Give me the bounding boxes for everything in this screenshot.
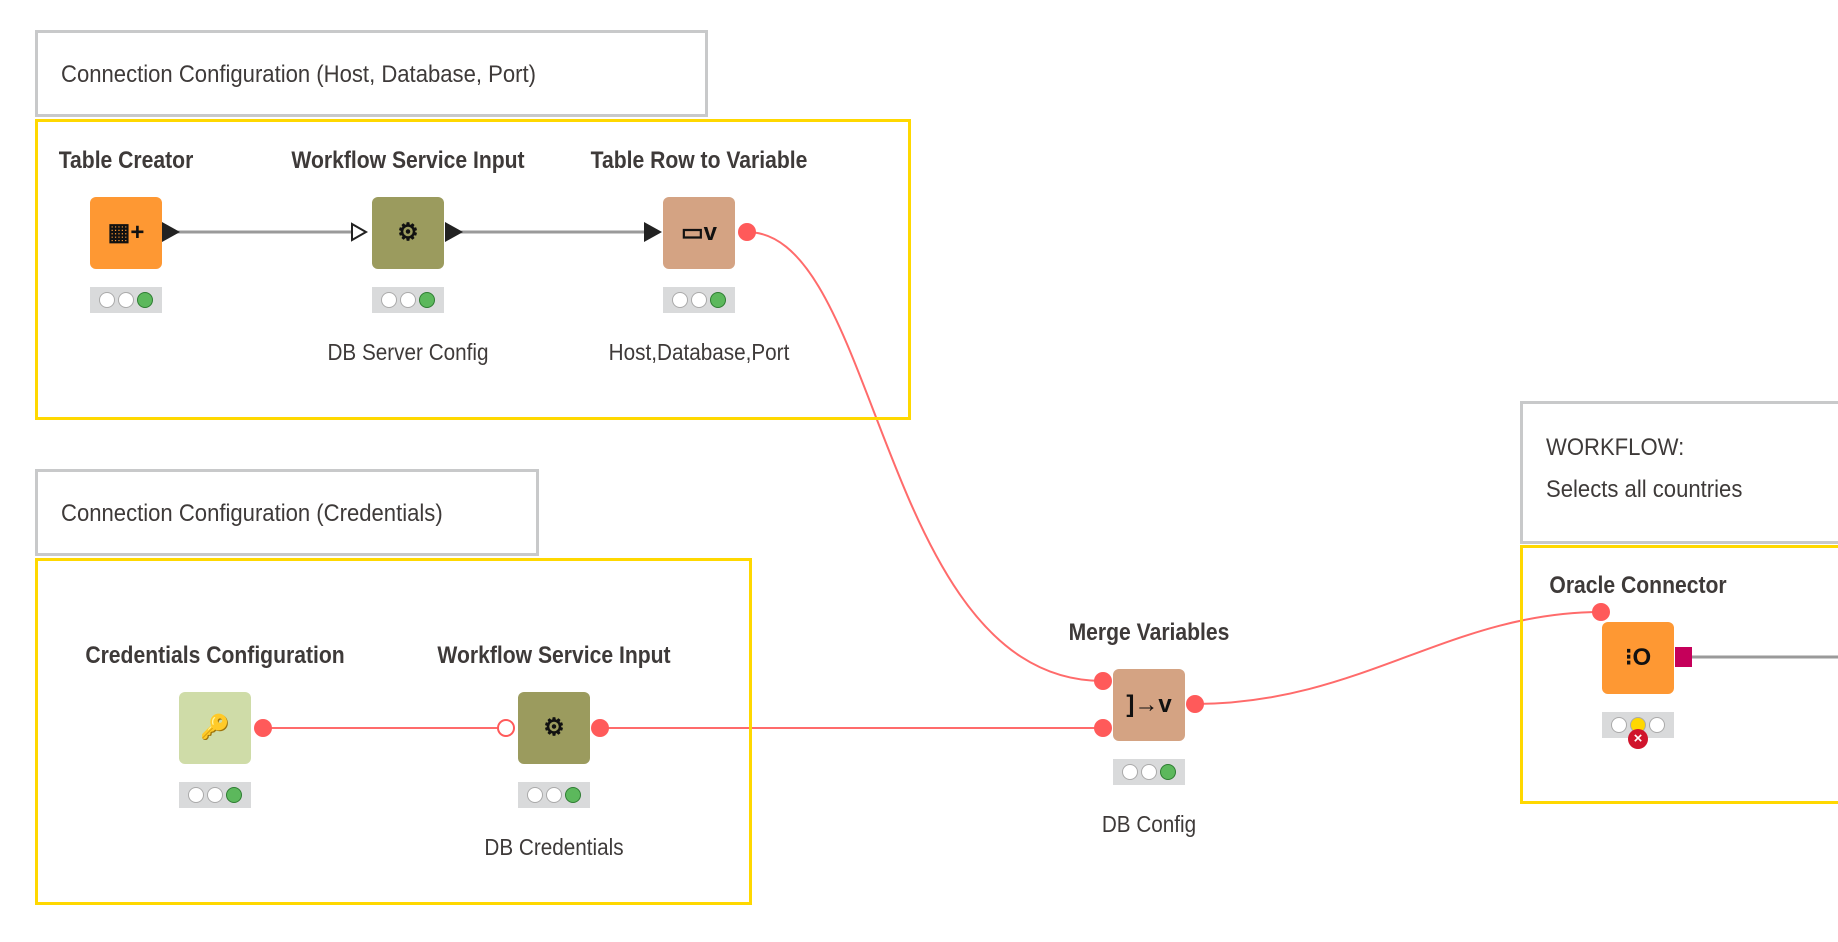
status-light [1649, 717, 1665, 733]
node-title[interactable]: Credentials Configuration [85, 642, 345, 669]
service-input-icon: ⚙ [543, 714, 565, 741]
flow-var-input-port [1592, 603, 1610, 621]
node-title[interactable]: Table Row to Variable [590, 147, 808, 174]
node-body[interactable]: ▦+ [90, 197, 162, 269]
node-label[interactable]: DB Credentials [484, 834, 624, 860]
node-body[interactable]: ⚙ [518, 692, 590, 764]
status-light [137, 292, 153, 308]
status-light [118, 292, 134, 308]
node-title[interactable]: Merge Variables [1068, 619, 1230, 646]
node-label[interactable]: Host,Database,Port [608, 339, 790, 365]
flow-var-output-port [254, 719, 272, 737]
node-body[interactable]: ▭v [663, 197, 735, 269]
flow-var-input-port [1094, 672, 1112, 690]
node-status [372, 287, 444, 313]
node-label[interactable]: DB Config [1101, 811, 1197, 837]
status-light [710, 292, 726, 308]
node-status [663, 287, 735, 313]
service-input-icon: ⚙ [397, 219, 419, 246]
node-body[interactable]: ]→v [1113, 669, 1185, 741]
status-light [672, 292, 688, 308]
status-light [207, 787, 223, 803]
status-light [188, 787, 204, 803]
node-title[interactable]: Oracle Connector [1549, 572, 1727, 599]
node-body[interactable]: ⚙ [372, 197, 444, 269]
status-light [1141, 764, 1157, 780]
database-connector-icon: ⁝O [1624, 644, 1652, 671]
ports [162, 222, 1692, 737]
annotation-frame [1520, 545, 1838, 804]
row-to-variable-icon: ▭v [680, 219, 718, 246]
flow-var-output-port [738, 223, 756, 241]
flow-var-input-port [1094, 719, 1112, 737]
node-title[interactable]: Workflow Service Input [291, 147, 525, 174]
annotation-frame [35, 119, 911, 420]
status-light [381, 292, 397, 308]
node-status [90, 287, 162, 313]
status-light [1160, 764, 1176, 780]
flow-var-output-port [591, 719, 609, 737]
status-light [565, 787, 581, 803]
flow-var-connection-4 [1194, 611, 1602, 705]
merge-variables-icon: ]→v [1126, 691, 1172, 718]
node-label[interactable]: DB Server Config [327, 339, 489, 365]
error-icon: × [1628, 729, 1648, 749]
output-port [162, 222, 180, 242]
node-body[interactable]: ⁝O [1602, 622, 1674, 694]
db-output-port [1675, 647, 1692, 667]
status-light [226, 787, 242, 803]
annotation-credentials[interactable]: Connection Configuration (Credentials) [35, 469, 539, 556]
annotation-workflow[interactable]: WORKFLOW: Selects all countries [1520, 401, 1838, 544]
table-plus-icon: ▦+ [107, 219, 145, 246]
annotation-frame [35, 558, 752, 905]
status-light [1611, 717, 1627, 733]
annotation-host-db-port[interactable]: Connection Configuration (Host, Database… [35, 30, 708, 117]
node-title[interactable]: Workflow Service Input [437, 642, 671, 669]
status-light [419, 292, 435, 308]
status-light [527, 787, 543, 803]
node-status [518, 782, 590, 808]
flow-var-connection-1 [746, 231, 1104, 682]
input-port [644, 222, 662, 242]
flow-var-input-port [497, 719, 515, 737]
status-light [1122, 764, 1138, 780]
node-body[interactable]: 🔑 [179, 692, 251, 764]
node-status [1113, 759, 1185, 785]
node-status [179, 782, 251, 808]
status-light [691, 292, 707, 308]
credentials-icon: 🔑 [200, 714, 230, 741]
flow-var-output-port [1186, 695, 1204, 713]
input-port [351, 222, 369, 242]
node-title[interactable]: Table Creator [58, 147, 194, 174]
output-port [445, 222, 463, 242]
status-light [546, 787, 562, 803]
status-light [99, 292, 115, 308]
status-light [400, 292, 416, 308]
